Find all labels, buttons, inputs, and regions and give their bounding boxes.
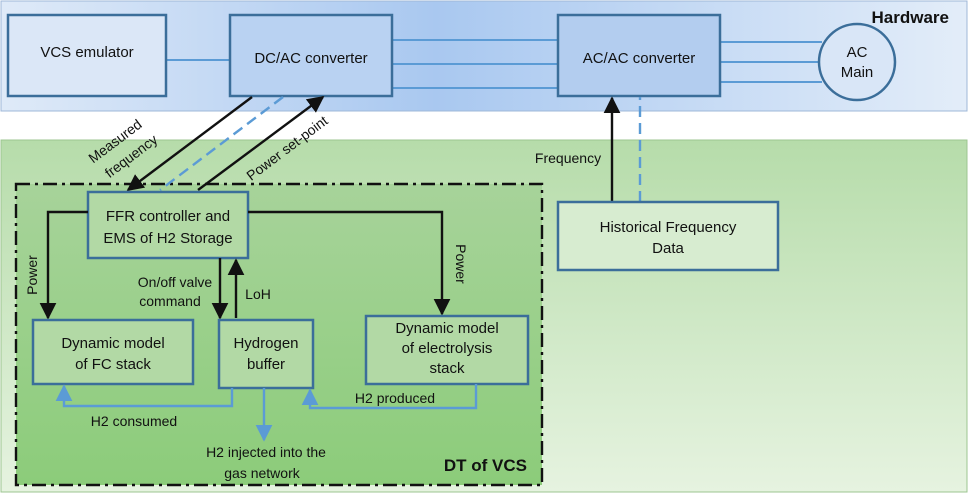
loh-label: LoH (245, 286, 271, 302)
frequency-label: Frequency (535, 150, 601, 166)
dcac-converter-label: DC/AC converter (254, 50, 367, 67)
electrolysis-stack-block (364, 314, 530, 386)
fc-stack-block (31, 318, 195, 386)
hydrogen-buffer-label-2: buffer (247, 356, 285, 373)
ac-main-label-line2: Main (841, 64, 874, 81)
h2-injected-label-2: gas network (224, 465, 300, 481)
power-to-electrolysis-arrow (248, 210, 451, 316)
ffr-controller-block (86, 190, 250, 260)
ac-main-node (817, 22, 897, 102)
valve-command-label-1: On/off valve (138, 274, 213, 290)
fc-stack-label-1: Dynamic model (61, 335, 164, 352)
power-setpoint-arrow (197, 95, 325, 191)
h2-produced-arrow (301, 384, 478, 410)
acac-converter-block (556, 13, 722, 98)
power-left-label: Power (24, 255, 40, 295)
ffr-controller-label-1: FFR controller and (106, 208, 230, 225)
h2-consumed-arrow (55, 384, 234, 408)
valve-command-label-2: command (139, 293, 200, 309)
ffr-controller-label-2: EMS of H2 Storage (103, 230, 232, 247)
acac-converter-label: AC/AC converter (583, 50, 696, 67)
power-right-label: Power (453, 244, 469, 284)
power-to-fc-arrow (39, 210, 88, 320)
electrolysis-stack-label-1: Dynamic model (395, 320, 498, 337)
historical-frequency-label-2: Data (652, 240, 684, 257)
h2-consumed-label: H2 consumed (91, 413, 177, 429)
hardware-label: Hardware (872, 8, 949, 27)
h2-produced-label: H2 produced (355, 390, 435, 406)
vcs-emulator-label: VCS emulator (40, 44, 133, 61)
electrolysis-stack-label-3: stack (429, 360, 465, 377)
hydrogen-buffer-label-1: Hydrogen (233, 335, 298, 352)
ac-main-label-line1: AC (847, 44, 868, 61)
dcac-ffr-dashed-link (159, 96, 284, 191)
electrolysis-stack-label-2: of electrolysis (402, 340, 493, 357)
hydrogen-buffer-block (217, 318, 315, 390)
h2-injected-label-1: H2 injected into the (206, 444, 326, 460)
vcs-emulator-block (6, 13, 168, 98)
dcac-converter-block (228, 13, 394, 98)
measured-frequency-arrow (126, 96, 253, 192)
dt-of-vcs-label: DT of VCS (444, 456, 527, 475)
fc-stack-label-2: of FC stack (75, 356, 151, 373)
historical-frequency-block (556, 200, 780, 272)
historical-frequency-label-1: Historical Frequency (600, 219, 737, 236)
